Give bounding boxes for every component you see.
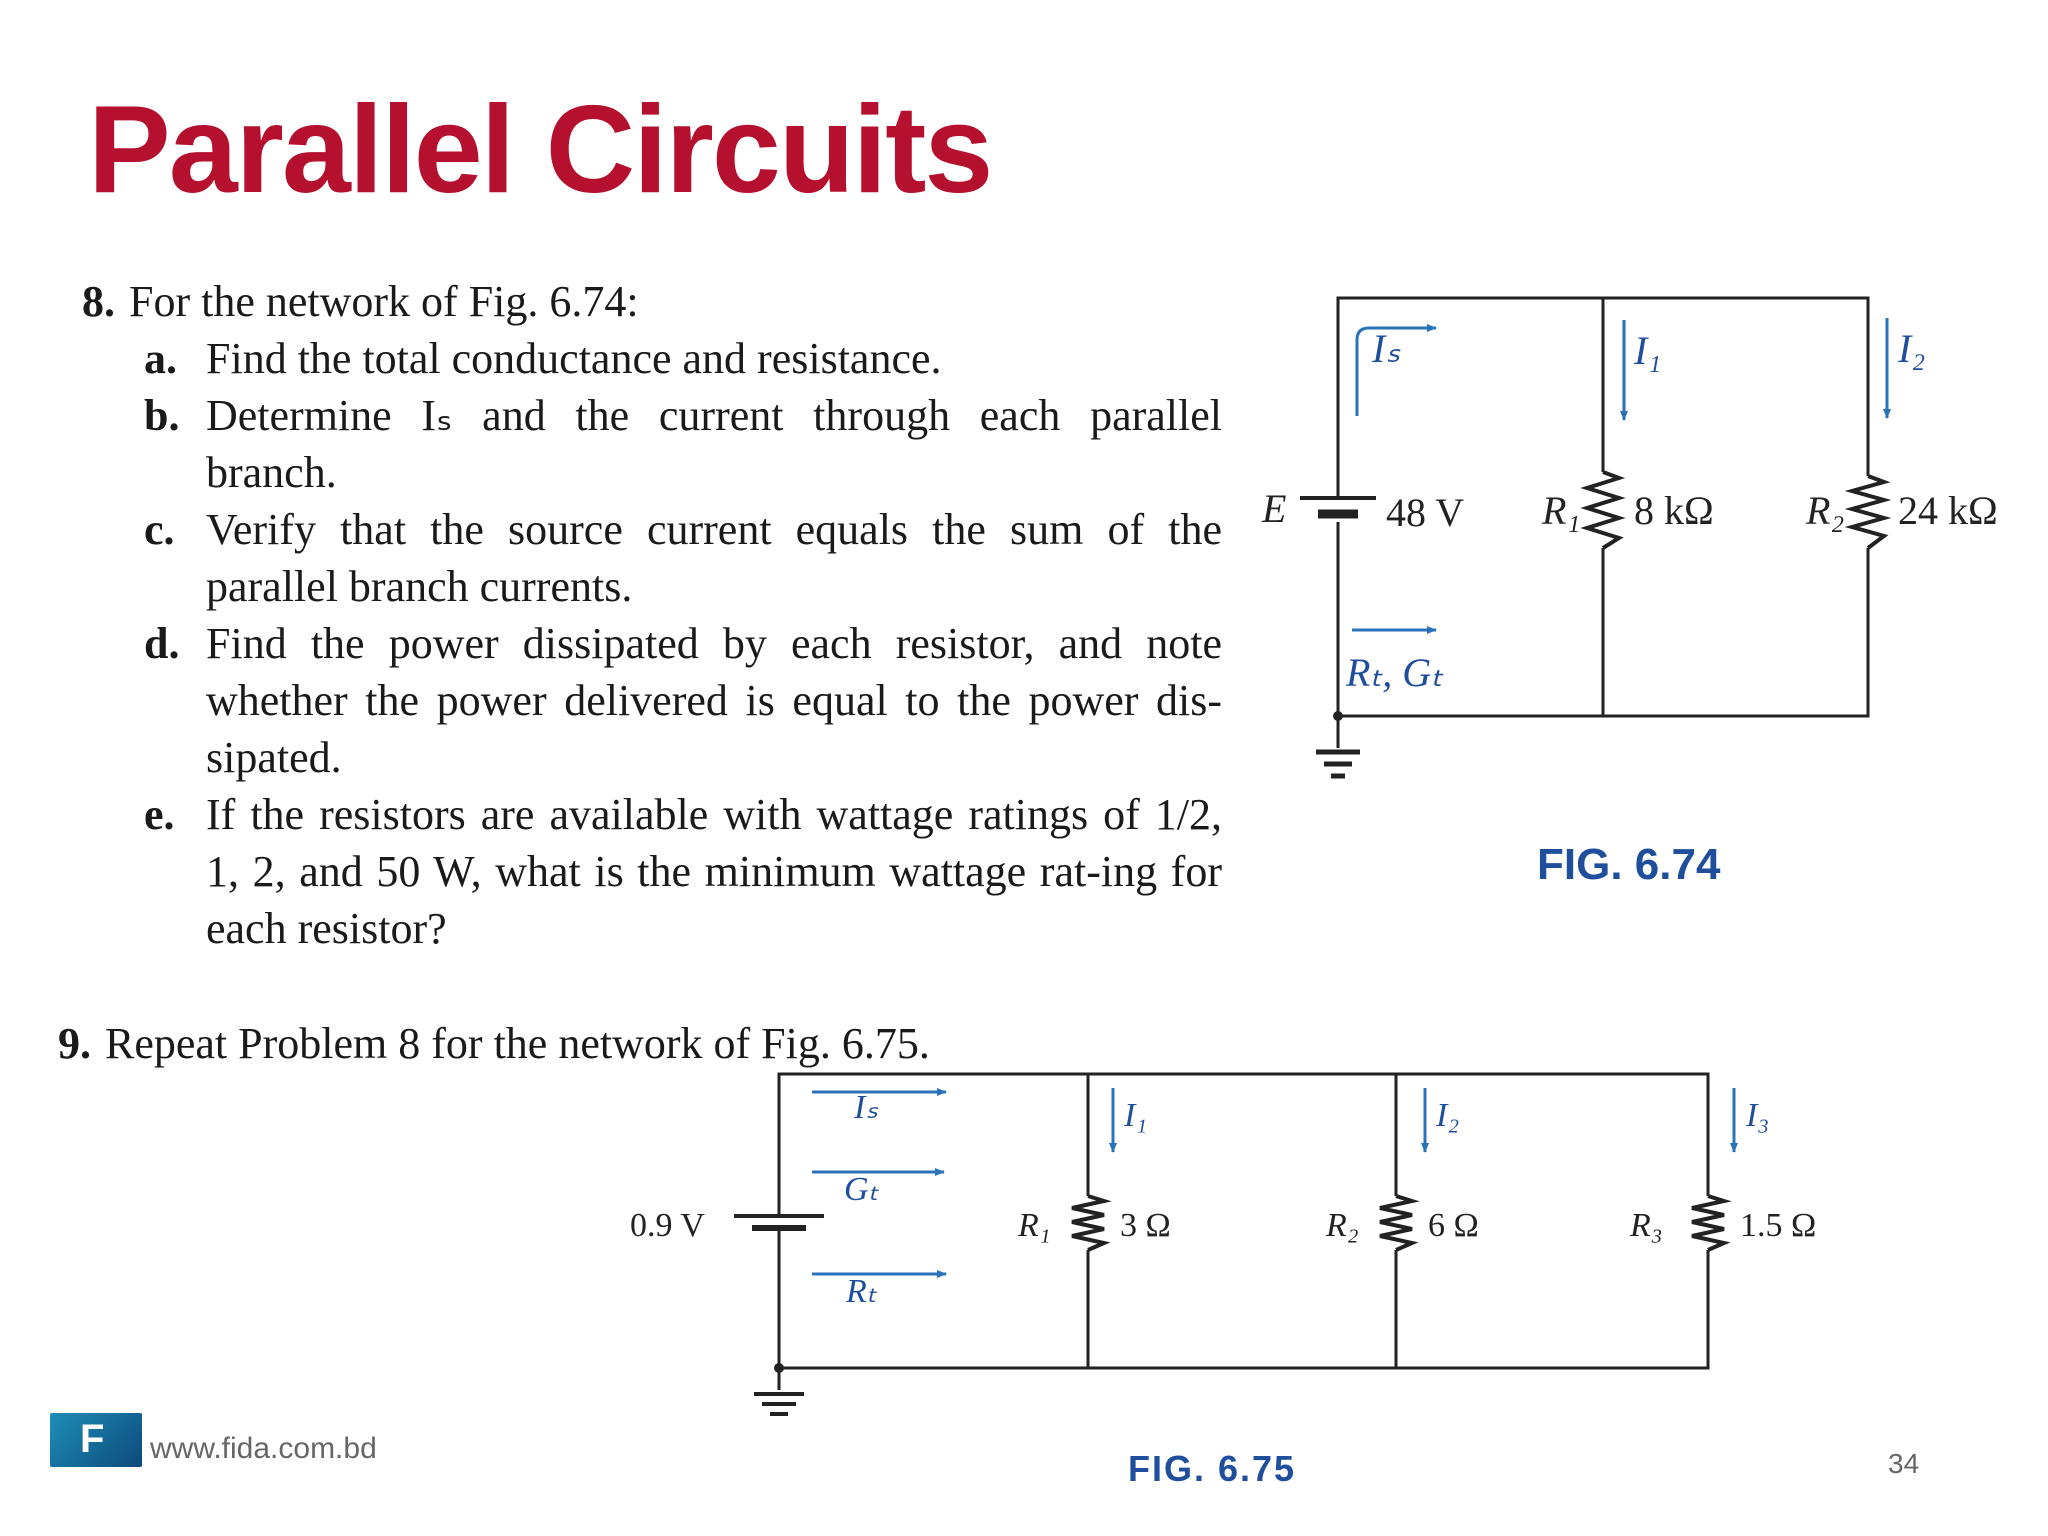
- ground-symbol: [1316, 749, 1360, 779]
- problem-9-number: 9.: [58, 1019, 91, 1068]
- r1-value: 3 Ω: [1120, 1207, 1171, 1244]
- item-text: Find the power dissipated by each resist…: [206, 619, 1222, 782]
- item-text: Determine Iₛ and the current through eac…: [206, 391, 1222, 497]
- item-label: c.: [144, 505, 175, 554]
- item-label: a.: [144, 334, 177, 383]
- ground-symbol: [754, 1392, 804, 1416]
- footer-url: www.fida.com.bd: [150, 1432, 377, 1465]
- i3-label: I₃: [1745, 1097, 1769, 1134]
- source-e-label: E: [1261, 486, 1286, 531]
- current-arrows: [1352, 318, 1891, 634]
- fig-6-75-wires: [777, 1072, 1710, 1390]
- i2-label: I₂: [1897, 326, 1925, 371]
- resistor-r1-symbol: [1071, 1194, 1112, 1252]
- r1-value: 8 kΩ: [1634, 488, 1714, 533]
- source-value: 0.9 V: [630, 1207, 705, 1244]
- problem-8-item-d: d. Find the power dissipated by each resi…: [144, 615, 1222, 786]
- source-value: 48 V: [1386, 490, 1464, 535]
- item-label: b.: [144, 391, 180, 440]
- slide-title: Parallel Circuits: [88, 81, 993, 219]
- r1-label: R₁: [1541, 488, 1580, 533]
- r3-label: R₃: [1629, 1207, 1663, 1244]
- r2-label: R₂: [1805, 488, 1844, 533]
- problem-9: 9. Repeat Problem 8 for the network of Fi…: [58, 1015, 1058, 1072]
- fig-6-75-caption: FIG. 6.75: [1128, 1448, 1297, 1489]
- r3-value: 1.5 Ω: [1740, 1207, 1816, 1244]
- battery-symbol: [1300, 496, 1376, 519]
- fig-6-74-caption: FIG. 6.74: [1537, 840, 1721, 889]
- problem-8-item-a: a. Find the total conductance and resista…: [144, 330, 1222, 387]
- resistor-r1-symbol: [1580, 470, 1626, 550]
- current-arrows: [812, 1088, 1738, 1278]
- resistor-r2-symbol: [1844, 474, 1892, 550]
- r2-value: 6 Ω: [1428, 1207, 1479, 1244]
- r1-label: R₁: [1017, 1207, 1051, 1244]
- is-label: Iₛ: [853, 1089, 878, 1126]
- i1-label: I₁: [1123, 1097, 1147, 1134]
- i2-label: I₂: [1435, 1097, 1459, 1134]
- r2-label: R₂: [1325, 1207, 1359, 1244]
- is-label: Iₛ: [1371, 326, 1401, 371]
- problem-9-text: Repeat Problem 8 for the network of Fig.…: [105, 1019, 930, 1068]
- page-number: 34: [1888, 1448, 1920, 1479]
- resistor-r2-symbol: [1379, 1194, 1420, 1252]
- problem-8-item-c: c. Verify that the source current equals …: [144, 501, 1222, 615]
- problem-8-number: 8.: [82, 277, 115, 326]
- fida-logo: F: [50, 1413, 142, 1467]
- item-text: Find the total conductance and resistanc…: [206, 334, 942, 383]
- rt-label: Rₜ: [845, 1273, 878, 1310]
- item-text: If the resistors are available with watt…: [206, 790, 1222, 953]
- node-dot: [774, 1363, 784, 1373]
- item-label: d.: [144, 619, 180, 668]
- problem-8-stem: 8. For the network of Fig. 6.74:: [82, 273, 1222, 330]
- rt-gt-label: Rₜ, Gₜ: [1345, 650, 1444, 695]
- gt-label: Gₜ: [844, 1171, 880, 1208]
- problem-8-item-b: b. Determine Iₛ and the current through e…: [144, 387, 1222, 501]
- item-label: e.: [144, 790, 175, 839]
- problem-8-text: For the network of Fig. 6.74:: [129, 277, 639, 326]
- resistor-r3-symbol: [1691, 1194, 1732, 1252]
- i1-label: I₁: [1633, 328, 1661, 373]
- fig-6-75-circuit: Iₛ Gₜ Rₜ I₁ I₂ I₃ 0.9 V R₁ 3 Ω R₂ 6 Ω R₃…: [630, 1072, 1816, 1416]
- fig-6-74-wires: [1336, 296, 1870, 748]
- logo-letter: F: [80, 1417, 105, 1461]
- item-text: Verify that the source current equals th…: [206, 505, 1222, 611]
- problem-8: 8. For the network of Fig. 6.74: a. Find t…: [82, 273, 1222, 957]
- battery-symbol: [734, 1214, 824, 1231]
- r2-value: 24 kΩ: [1898, 488, 1998, 533]
- node-dot: [1333, 711, 1343, 721]
- problem-8-item-e: e. If the resistors are available with wa…: [144, 786, 1222, 957]
- fig-6-74-circuit: Iₛ I₁ I₂ Rₜ, Gₜ E 48 V R₁ 8 kΩ R₂ 24 kΩ: [1261, 296, 1998, 779]
